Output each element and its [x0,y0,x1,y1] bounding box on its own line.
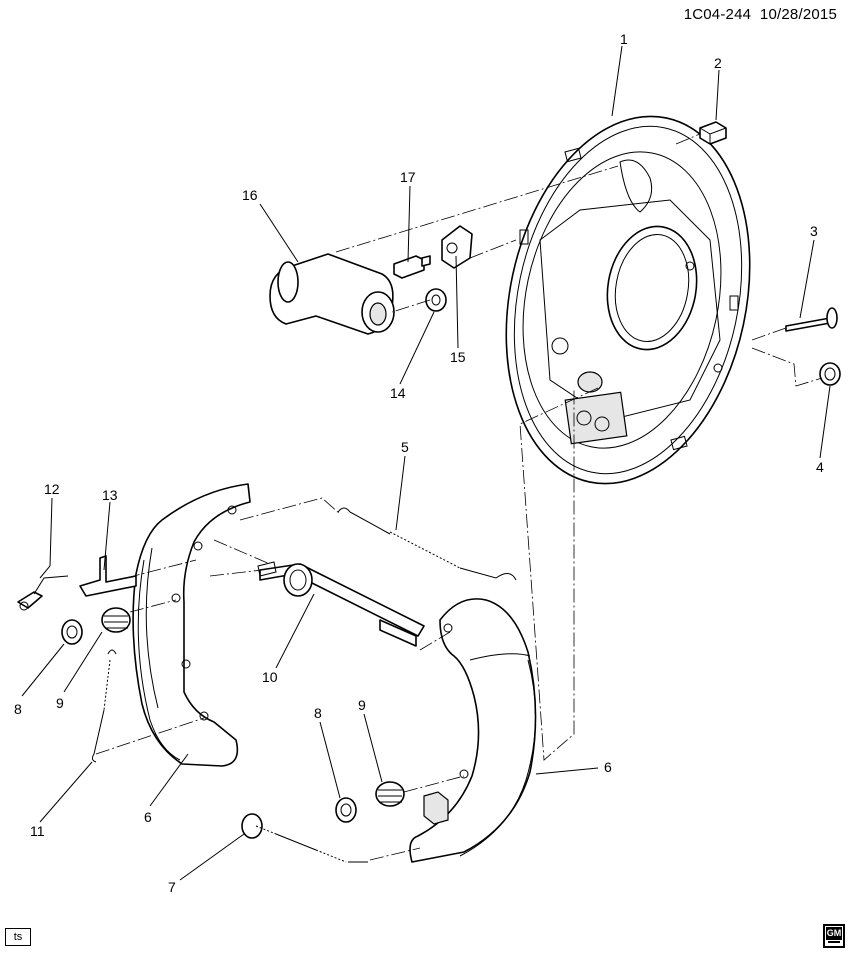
callout-15: 15 [450,349,466,365]
gm-logo-text: GM [826,927,842,940]
callout-6-left: 6 [144,809,152,825]
upper-return-spring [337,507,517,581]
callout-6-right: 6 [604,759,612,775]
callout-14: 14 [390,385,406,401]
callout-4: 4 [816,459,824,475]
reference-lines [95,133,823,861]
leader-lines [21,45,831,881]
callout-5: 5 [401,439,409,455]
adjuster-lever [17,575,69,611]
diagram-id: 1C04-244 [683,6,752,23]
hold-down-pin [785,307,838,332]
brake-shoe-left [132,483,251,767]
backing-plate [505,115,751,485]
callout-1: 1 [620,31,628,47]
adjuster-actuator [79,555,137,597]
callout-16: 16 [242,187,258,203]
callout-2: 2 [714,55,722,71]
diagram-header: 1C04-244 10/28/2015 [684,6,837,23]
callout-labels: 1 2 3 4 5 6 6 7 8 8 9 9 10 11 12 13 14 1… [14,31,824,895]
spring-cup-right [335,797,357,823]
callout-3: 3 [810,223,818,239]
bleeder-bolt [699,121,727,145]
brake-shoe-right [409,598,537,863]
ts-badge: ts [5,928,31,946]
gm-logo: GM [823,924,845,948]
callout-8-right: 8 [314,705,322,721]
callout-13: 13 [102,487,118,503]
spring-cup-left [61,619,83,645]
callout-12: 12 [44,481,60,497]
callout-8-left: 8 [14,701,22,717]
wheel-cylinder [269,253,395,335]
adjuster-spring [91,649,117,763]
callout-10: 10 [262,669,278,685]
callout-9-right: 9 [358,697,366,713]
gm-logo-underline [828,941,840,943]
callout-9-left: 9 [56,695,64,711]
cylinder-nut [425,288,447,312]
diagram-date: 10/28/2015 [759,6,837,23]
adjuster-assembly [257,561,425,647]
callout-17: 17 [400,169,416,185]
lower-return-spring [241,813,368,863]
retainer-nut [819,362,841,386]
callout-7: 7 [168,879,176,895]
cylinder-bracket [441,225,473,269]
hold-down-spring-left [101,607,131,633]
callout-11: 11 [30,823,45,839]
bleeder-screw [393,255,431,279]
hold-down-spring-right [375,781,405,807]
